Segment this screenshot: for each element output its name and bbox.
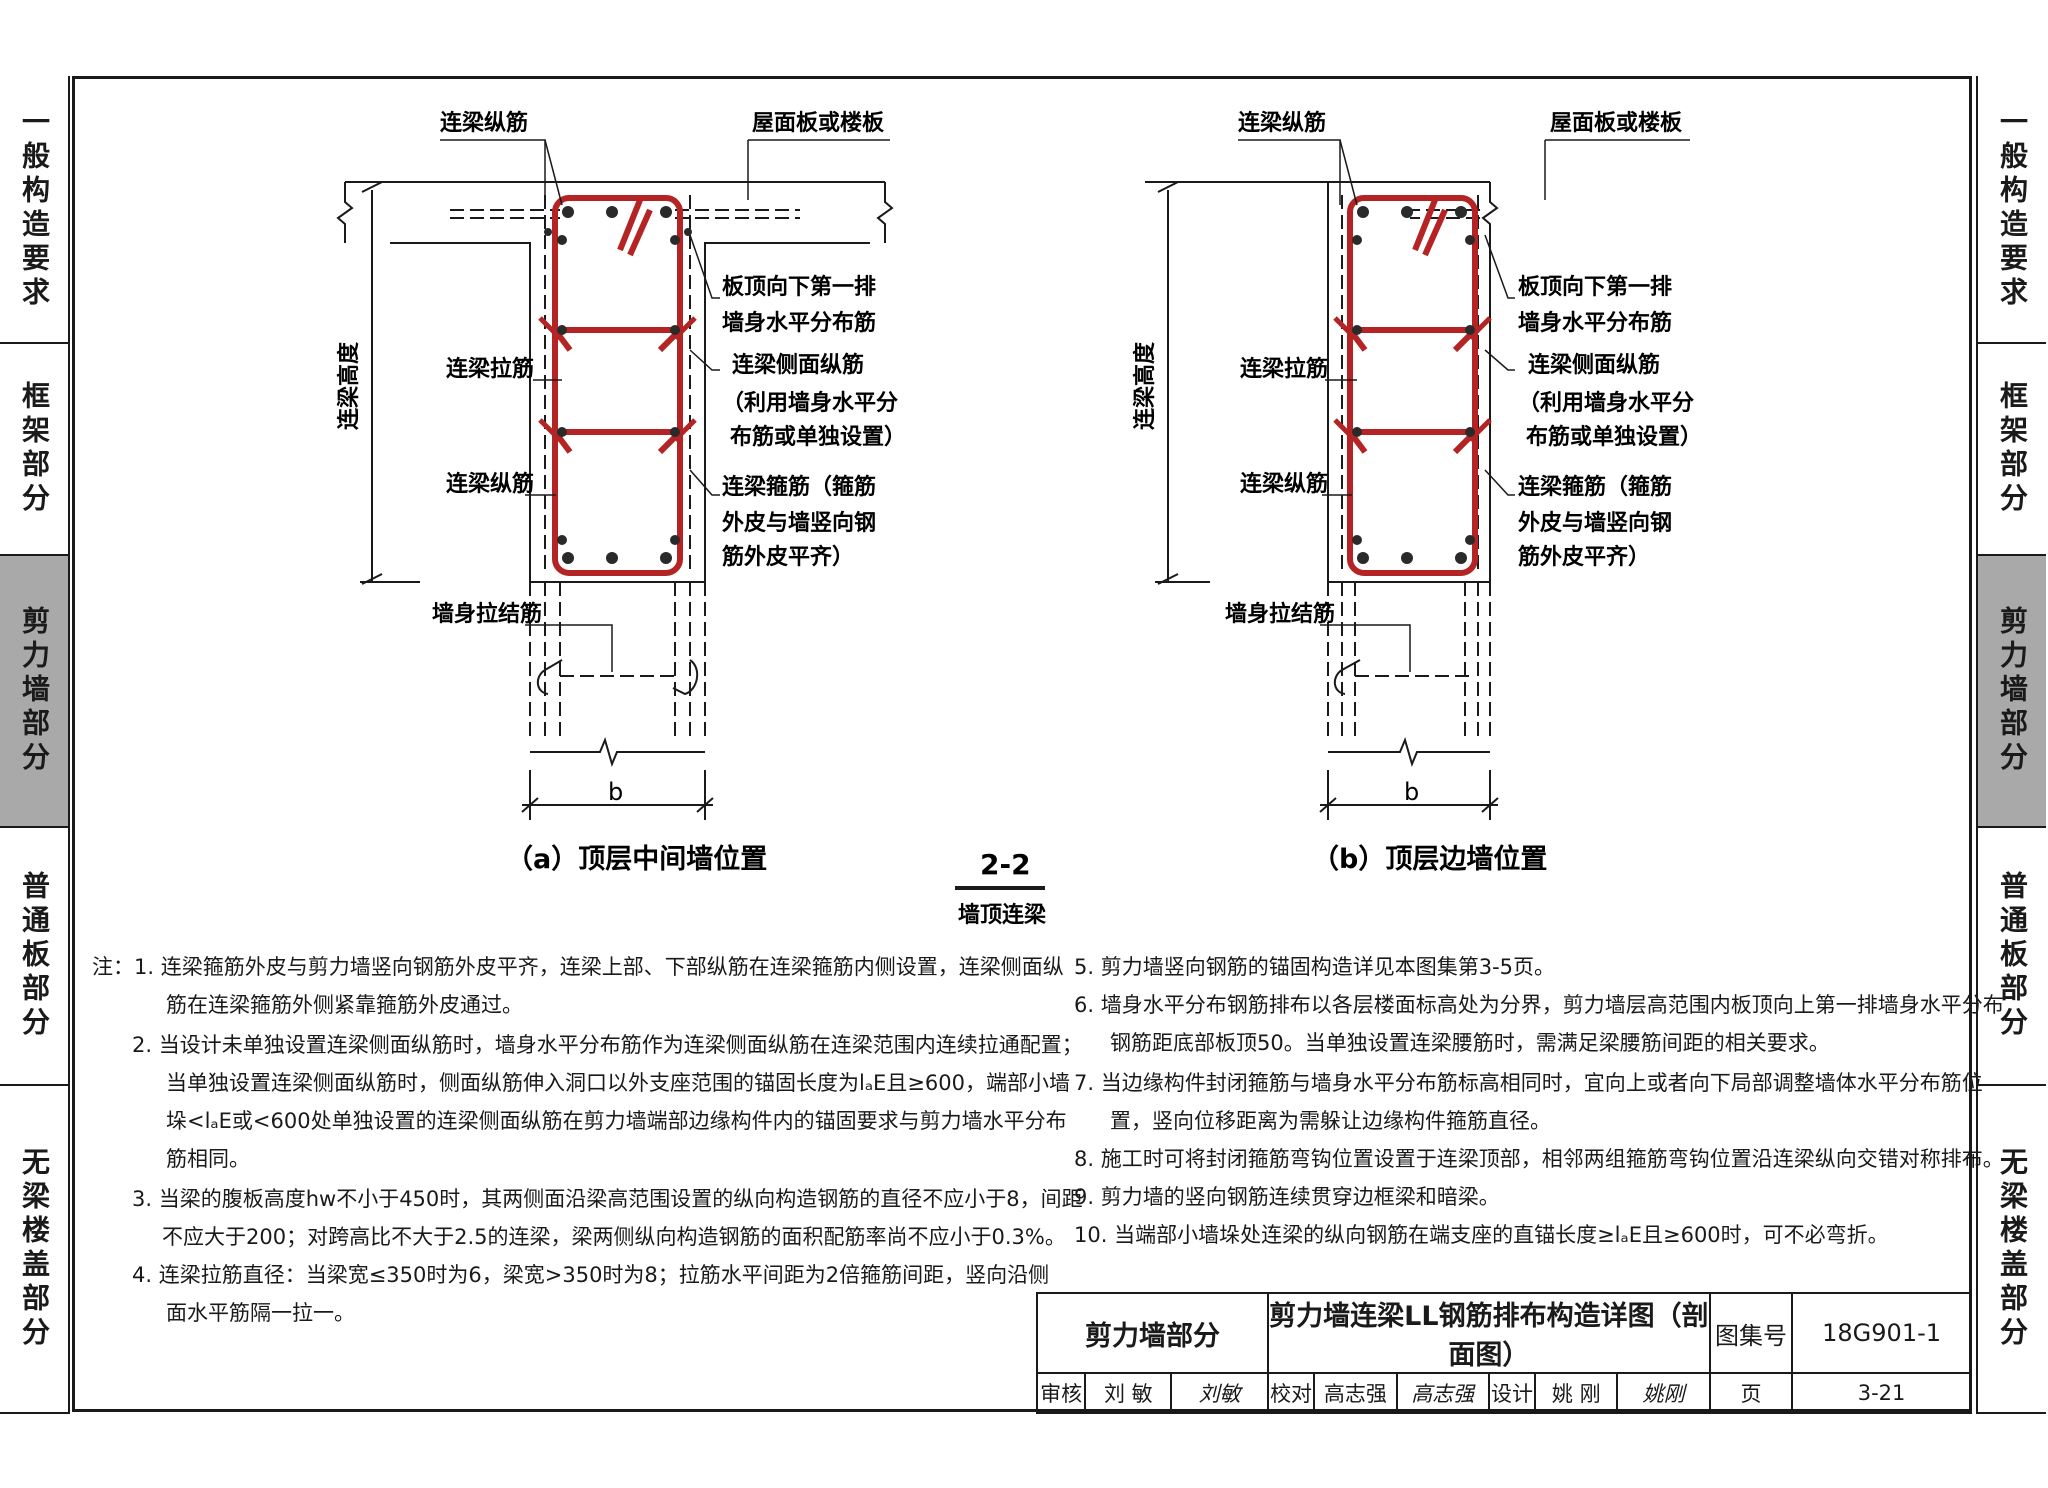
break-mark-left xyxy=(336,182,354,243)
label-beam-height: 连梁高度 xyxy=(1132,341,1158,430)
side-tab-slab[interactable]: 普通板部分 xyxy=(0,828,70,1086)
label-slab: 屋面板或楼板 xyxy=(752,110,885,136)
label-tie: 连梁拉筋 xyxy=(1240,356,1328,382)
title-section: 剪力墙部分 xyxy=(1036,1292,1269,1374)
note-line: 6. 墙身水平分布钢筋排布以各层楼面标高处为分界，剪力墙层高范围内板顶向上第一排… xyxy=(1074,993,2004,1017)
note-line: 3. 当梁的腹板高度hw不小于450时，其两侧面沿梁高范围设置的纵向构造钢筋的直… xyxy=(132,1187,1083,1211)
label-tie: 连梁拉筋 xyxy=(446,356,534,382)
side-tab-label: 一般构造要求 xyxy=(1996,107,2029,311)
label-side-longitudinal: 连梁侧面纵筋 xyxy=(1528,352,1660,378)
note-line: 置，竖向位移距离为需躲让边缘构件箍筋直径。 xyxy=(1110,1109,1551,1133)
designer-signature: 姚刚 xyxy=(1616,1372,1711,1414)
side-tab-frame[interactable]: 框架部分 xyxy=(0,344,70,556)
side-tab-frame[interactable]: 框架部分 xyxy=(1976,344,2046,556)
side-tab-label: 框架部分 xyxy=(1996,381,2029,517)
note-line: 8. 施工时可将封闭箍筋弯钩位置设置于连梁顶部，相邻两组箍筋弯钩位置沿连梁纵向交… xyxy=(1074,1147,2004,1171)
side-tab-slab[interactable]: 普通板部分 xyxy=(1976,828,2046,1086)
label-first-row: 板顶向下第一排 xyxy=(722,274,876,300)
atlas-number: 18G901-1 xyxy=(1791,1292,1972,1374)
caption-b: （b）顶层边墙位置 xyxy=(1312,843,1547,875)
diagram-a: 连梁纵筋 屋面板或楼板 连梁高度 连梁拉筋 连梁纵筋 墙身拉结筋 板顶向下第一排… xyxy=(336,110,906,875)
label-stirrup: 筋外皮平齐） xyxy=(721,544,854,570)
title-block: 剪力墙部分 剪力墙连梁LL钢筋排布构造详图（剖面图） 图集号 18G901-1 … xyxy=(1035,1292,1972,1414)
note-line: 7. 当边缘构件封闭箍筋与墙身水平分布筋标高相同时，宜向上或者向下局部调整墙体水… xyxy=(1074,1071,1983,1095)
checker-signature: 高志强 xyxy=(1395,1372,1490,1414)
label-slab: 屋面板或楼板 xyxy=(1550,110,1683,136)
side-tab-beamless-floor[interactable]: 无梁楼盖部分 xyxy=(0,1086,70,1414)
side-tab-label: 普通板部分 xyxy=(18,871,51,1041)
side-tab-label: 剪力墙部分 xyxy=(18,606,51,776)
longitudinal-bars xyxy=(544,206,692,564)
design-label: 设计 xyxy=(1487,1372,1537,1414)
diagram-b: 连梁纵筋 屋面板或楼板 连梁高度 连梁拉筋 连梁纵筋 墙身拉结筋 板顶向下第一排… xyxy=(1132,110,1702,875)
label-stirrup: 连梁箍筋（箍筋 xyxy=(1518,474,1672,500)
reviewer-signature: 刘敏 xyxy=(1170,1372,1269,1414)
label-side-longitudinal: 布筋或单独设置） xyxy=(1526,424,1702,450)
note-line: 注：1. 连梁箍筋外皮与剪力墙竖向钢筋外皮平齐，连梁上部、下部纵筋在连梁箍筋内侧… xyxy=(92,955,1064,979)
note-line: 筋相同。 xyxy=(166,1147,250,1171)
label-first-row: 墙身水平分布筋 xyxy=(722,310,876,336)
label-side-longitudinal: （利用墙身水平分 xyxy=(1518,390,1694,416)
note-line: 当单独设置连梁侧面纵筋时，侧面纵筋伸入洞口以外支座范围的锚固长度为lₐE且≥60… xyxy=(166,1071,1071,1095)
side-tab-shear-wall[interactable]: 剪力墙部分 xyxy=(1976,556,2046,828)
beam-stirrup xyxy=(552,195,683,576)
side-tab-general[interactable]: 一般构造要求 xyxy=(1976,76,2046,344)
atlas-label: 图集号 xyxy=(1708,1292,1794,1374)
side-tab-beamless-floor[interactable]: 无梁楼盖部分 xyxy=(1976,1086,2046,1414)
caption-a: （a）顶层中间墙位置 xyxy=(506,843,767,875)
note-line: 9. 剪力墙的竖向钢筋连续贯穿边框梁和暗梁。 xyxy=(1074,1185,1500,1209)
title-main: 剪力墙连梁LL钢筋排布构造详图（剖面图） xyxy=(1266,1292,1711,1374)
side-tab-general[interactable]: 一般构造要求 xyxy=(0,76,70,344)
label-bottom-longitudinal: 连梁纵筋 xyxy=(446,471,534,497)
page-number: 3-21 xyxy=(1791,1372,1972,1414)
side-tab-label: 普通板部分 xyxy=(1996,871,2029,1041)
note-line: 面水平筋隔一拉一。 xyxy=(166,1301,355,1325)
label-stirrup: 外皮与墙竖向钢 xyxy=(722,510,876,536)
side-tab-label: 剪力墙部分 xyxy=(1996,606,2029,776)
review-label: 审核 xyxy=(1035,1372,1087,1414)
note-line: 钢筋距底部板顶50。当单独设置连梁腰筋时，需满足梁腰筋间距的相关要求。 xyxy=(1110,1031,1830,1055)
note-line: 5. 剪力墙竖向钢筋的锚固构造详见本图集第3-5页。 xyxy=(1074,955,1556,979)
page-label: 页 xyxy=(1708,1372,1794,1414)
note-line: 10. 当端部小墙垛处连梁的纵向钢筋在端支座的直锚长度≥lₐE且≥600时，可不… xyxy=(1074,1223,1889,1247)
check-label: 校对 xyxy=(1266,1372,1316,1414)
designer: 姚 刚 xyxy=(1534,1372,1619,1414)
reviewer: 刘 敏 xyxy=(1084,1372,1173,1414)
label-side-longitudinal: 连梁侧面纵筋 xyxy=(732,352,864,378)
label-stirrup: 连梁箍筋（箍筋 xyxy=(722,474,876,500)
beam-outline xyxy=(390,242,870,583)
note-line: 垛<lₐE或<600处单独设置的连梁侧面纵筋在剪力墙端部边缘构件内的锚固要求与剪… xyxy=(166,1109,1067,1133)
label-top-longitudinal: 连梁纵筋 xyxy=(440,110,528,136)
label-wall-tie: 墙身拉结筋 xyxy=(432,601,542,627)
note-line: 2. 当设计未单独设置连梁侧面纵筋时，墙身水平分布筋作为连梁侧面纵筋在连梁范围内… xyxy=(132,1033,1083,1057)
label-wall-tie: 墙身拉结筋 xyxy=(1225,601,1335,627)
side-tab-label: 无梁楼盖部分 xyxy=(18,1147,51,1351)
section-name: 墙顶连梁 xyxy=(958,902,1046,928)
section-number: 2-2 xyxy=(980,848,1031,881)
side-tab-label: 框架部分 xyxy=(18,381,51,517)
side-tab-label: 一般构造要求 xyxy=(18,107,51,311)
label-stirrup: 筋外皮平齐） xyxy=(1517,544,1650,570)
label-stirrup: 外皮与墙竖向钢 xyxy=(1518,510,1672,536)
label-width-b: b xyxy=(1404,778,1419,806)
label-side-longitudinal: 布筋或单独设置） xyxy=(730,424,906,450)
label-first-row: 墙身水平分布筋 xyxy=(1518,310,1672,336)
label-top-longitudinal: 连梁纵筋 xyxy=(1238,110,1326,136)
side-tab-shear-wall[interactable]: 剪力墙部分 xyxy=(0,556,70,828)
side-tab-label: 无梁楼盖部分 xyxy=(1996,1147,2029,1351)
label-side-longitudinal: （利用墙身水平分 xyxy=(722,390,898,416)
note-line: 不应大于200；对跨高比不大于2.5的连梁，梁两侧纵向构造钢筋的面积配筋率尚不应… xyxy=(162,1225,1066,1249)
note-line: 筋在连梁箍筋外侧紧靠箍筋外皮通过。 xyxy=(166,993,523,1017)
label-first-row: 板顶向下第一排 xyxy=(1518,274,1672,300)
break-mark-right xyxy=(876,182,894,243)
drawing-frame xyxy=(72,76,1972,1412)
note-line: 4. 连梁拉筋直径：当梁宽≤350时为6，梁宽>350时为8；拉筋水平间距为2倍… xyxy=(132,1263,1050,1287)
label-bottom-longitudinal: 连梁纵筋 xyxy=(1240,471,1328,497)
label-width-b: b xyxy=(608,778,623,806)
label-beam-height: 连梁高度 xyxy=(336,341,362,430)
checker: 高志强 xyxy=(1313,1372,1398,1414)
